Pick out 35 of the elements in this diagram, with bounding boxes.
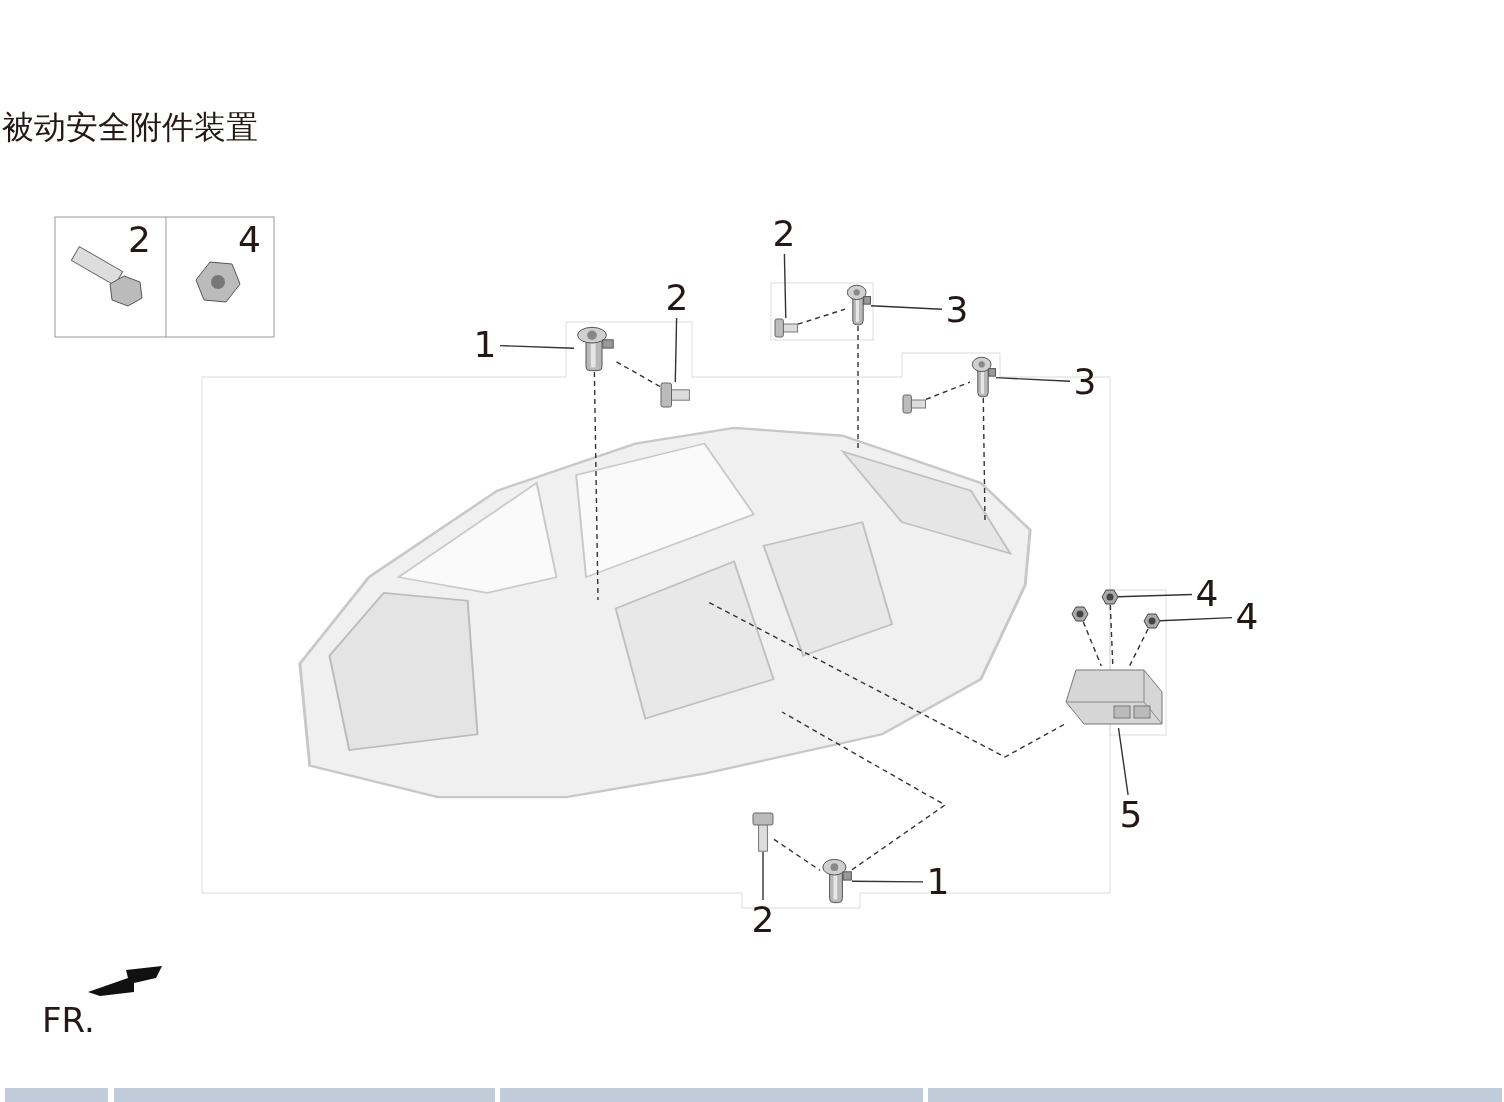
leader-line	[995, 376, 1071, 382]
assembly-line	[1109, 604, 1114, 667]
assembly-line	[613, 359, 661, 388]
callout-number: 2	[662, 278, 692, 318]
callout-number: 5	[1116, 795, 1146, 835]
leader-line	[1159, 616, 1233, 622]
direction-label: FR.	[42, 1000, 95, 1040]
leader-line	[762, 851, 764, 901]
leader-line	[1117, 593, 1193, 598]
assembly-line	[707, 601, 1065, 758]
assembly-line	[925, 381, 971, 400]
callout-number: 4	[238, 220, 261, 260]
assembly-line	[593, 371, 599, 601]
callout-number: 2	[769, 214, 799, 254]
assembly-line	[781, 711, 947, 871]
callout-number: 2	[748, 900, 778, 940]
callout-number: 3	[1070, 362, 1100, 402]
callout-number: 3	[942, 290, 972, 330]
leader-line	[674, 317, 678, 383]
assembly-line	[1082, 621, 1102, 667]
callout-number: 1	[923, 862, 953, 902]
assembly-line	[1128, 628, 1149, 667]
assembly-line	[982, 397, 986, 523]
callout-number: 1	[470, 325, 500, 365]
page-title: 被动安全附件装置	[2, 107, 258, 148]
leader-line	[499, 344, 575, 349]
assembly-line	[797, 308, 846, 325]
assembly-line	[773, 838, 821, 871]
leader-line	[851, 880, 924, 883]
callout-number: 2	[128, 220, 151, 260]
leader-line	[1117, 727, 1129, 796]
callout-number: 4	[1232, 597, 1262, 637]
leader-line	[870, 305, 943, 310]
callout-number: 4	[1192, 574, 1222, 614]
leader-line	[783, 253, 787, 319]
